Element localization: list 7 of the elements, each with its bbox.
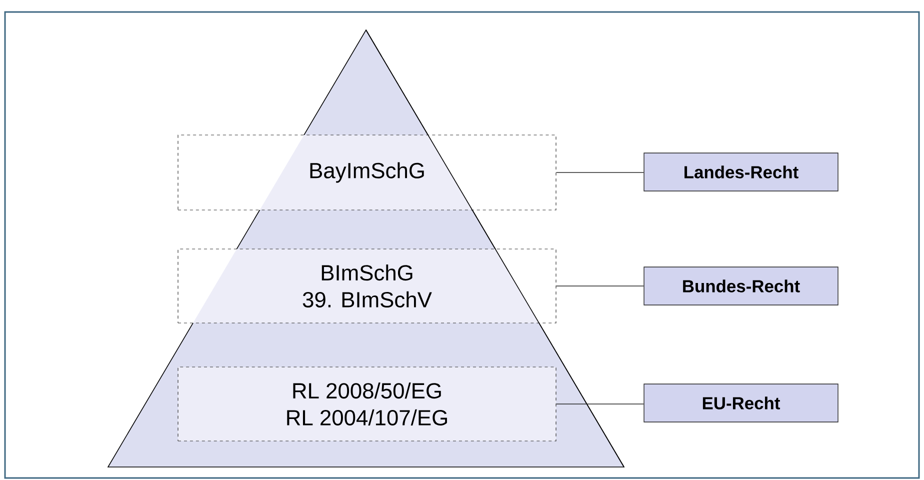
level-box: Landes-Recht — [644, 152, 838, 192]
dashed-box: BayImSchG — [178, 134, 556, 210]
level-box: EU-Recht — [644, 384, 838, 422]
dashed-box: RL 2008/50/EG RL 2004/107/EG — [178, 366, 556, 442]
connector-line — [556, 172, 644, 173]
dashed-box: BImSchG 39. BImSchV — [178, 248, 556, 324]
level-box: Bundes-Recht — [644, 266, 838, 306]
